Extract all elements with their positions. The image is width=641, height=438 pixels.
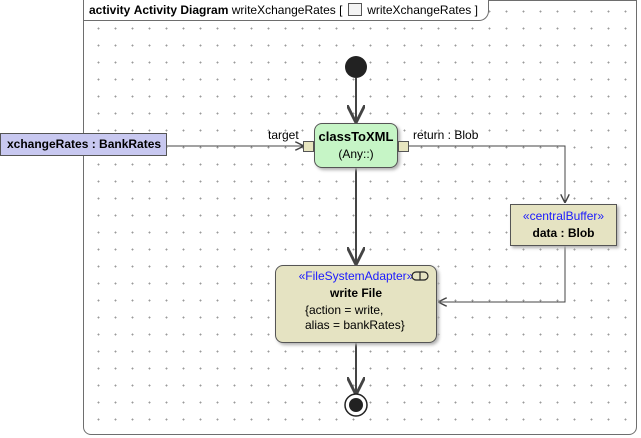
write-file-action[interactable]: «FileSystemAdapter» write File {action =…: [275, 265, 437, 343]
return-pin-label: return : Blob: [413, 128, 479, 142]
frame-name: writeXchangeRates: [231, 3, 336, 17]
write-file-stereotype: «FileSystemAdapter»: [298, 269, 414, 283]
parameter-label: xchangeRates : BankRates: [7, 137, 162, 151]
object-flow-to-write: [439, 246, 566, 302]
object-flow-to-buffer: [409, 145, 565, 202]
frame-bracket-open: [: [339, 3, 343, 17]
target-pin-label: target: [268, 128, 299, 142]
central-buffer-stereotype: «centralBuffer»: [522, 209, 605, 223]
activity-final-inner: [349, 398, 363, 412]
class-to-xml-subtitle: (Any::): [338, 147, 374, 161]
rake-icon: [411, 271, 429, 281]
central-buffer-node[interactable]: «centralBuffer» data : Blob: [510, 204, 617, 246]
activity-diagram-icon: [347, 3, 362, 16]
write-file-name: write File: [329, 286, 382, 300]
frame-header: activity Activity Diagram writeXchangeRa…: [83, 0, 489, 21]
initial-node: [345, 56, 367, 78]
class-to-xml-action[interactable]: classToXML (Any::): [314, 123, 398, 168]
write-file-constraint-2: alias = bankRates}: [305, 318, 405, 332]
target-input-pin[interactable]: [303, 141, 314, 152]
class-to-xml-name: classToXML: [318, 129, 394, 144]
write-file-constraint-1: {action = write,: [305, 303, 384, 317]
frame-ref-name: writeXchangeRates: [367, 3, 472, 17]
frame-bracket-close: ]: [474, 3, 478, 17]
frame-kind: activity: [89, 3, 131, 17]
activity-parameter-node[interactable]: xchangeRates : BankRates: [0, 133, 167, 156]
return-output-pin[interactable]: [398, 141, 409, 152]
frame-type: Activity Diagram: [133, 3, 229, 17]
central-buffer-label: data : Blob: [532, 226, 595, 240]
